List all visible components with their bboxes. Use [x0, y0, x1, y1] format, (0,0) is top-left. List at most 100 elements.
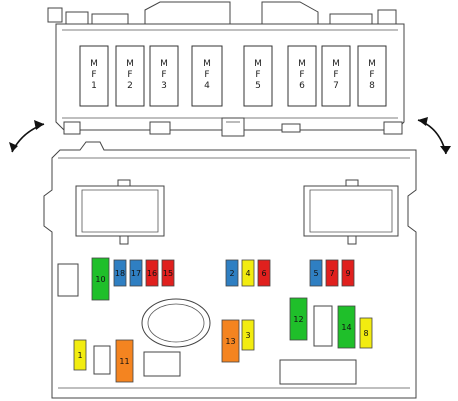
- fuse-label: 4: [245, 269, 250, 278]
- maxi-fuse-letter: F: [299, 70, 304, 80]
- maxi-fuse-box: [191, 45, 223, 107]
- socket-small: [93, 345, 111, 375]
- fuse-label: 8: [363, 329, 368, 338]
- maxi-fuse-8: MF8: [357, 45, 387, 107]
- maxi-fuse-3: MF3: [149, 45, 179, 107]
- fuse-label: 5: [313, 269, 318, 278]
- maxi-fuse-letter: F: [333, 70, 338, 80]
- fuse-8: 8: [359, 317, 373, 349]
- maxi-fuse-number: 5: [255, 81, 261, 91]
- maxi-fuse-number: 8: [369, 81, 375, 91]
- maxi-fuse-number: 3: [161, 81, 167, 91]
- maxi-fuse-2: MF2: [115, 45, 145, 107]
- fuse-body: [241, 259, 255, 287]
- maxi-fuse-letter: M: [368, 59, 376, 69]
- maxi-fuse-letter: M: [160, 59, 168, 69]
- maxi-fuse-number: 2: [127, 81, 133, 91]
- fuse-5: 5: [309, 259, 323, 287]
- fuse-16: 16: [145, 259, 159, 287]
- maxi-fuse-5: MF5: [243, 45, 273, 107]
- fuse-11: 11: [115, 339, 134, 383]
- socket-rect-bottom: [143, 351, 181, 377]
- fuse-label: 14: [341, 323, 351, 332]
- connector-left: [75, 179, 165, 245]
- fuse-10: 10: [91, 257, 110, 301]
- maxi-fuse-number: 1: [91, 81, 97, 91]
- maxi-fuse-letter: F: [91, 70, 96, 80]
- fuse-label: 15: [163, 269, 173, 278]
- maxi-fuse-6: MF6: [287, 45, 317, 107]
- maxi-fuse-letter: M: [298, 59, 306, 69]
- maxi-fuse-letter: M: [90, 59, 98, 69]
- maxi-fuse-letter: F: [161, 70, 166, 80]
- fuse-4: 4: [241, 259, 255, 287]
- maxi-fuse-letter: F: [204, 70, 209, 80]
- fuse-label: 17: [131, 269, 141, 278]
- fuse-12: 12: [289, 297, 308, 341]
- fuse-label: 12: [293, 315, 303, 324]
- fuse-3: 3: [241, 319, 255, 351]
- fuse-body: [161, 259, 175, 287]
- socket-wide-bottom: [279, 359, 357, 385]
- fuse-body: [113, 259, 127, 287]
- fuse-body: [257, 259, 271, 287]
- maxi-fuse-letter: M: [254, 59, 262, 69]
- fuse-17: 17: [129, 259, 143, 287]
- oval-socket: [141, 298, 211, 348]
- maxi-fuse-box: [79, 45, 109, 107]
- maxi-fuse-box: [357, 45, 387, 107]
- fuse-body: [115, 339, 134, 383]
- maxi-fuse-box: [149, 45, 179, 107]
- fuse-label: 2: [229, 269, 234, 278]
- maxi-fuse-letter: F: [127, 70, 132, 80]
- maxi-fuse-letter: M: [332, 59, 340, 69]
- fuse-label: 9: [345, 269, 350, 278]
- fuse-label: 7: [329, 269, 334, 278]
- fuse-label: 10: [95, 275, 105, 284]
- maxi-fuse-1: MF1: [79, 45, 109, 107]
- fuse-2: 2: [225, 259, 239, 287]
- maxi-fuse-letter: F: [369, 70, 374, 80]
- maxi-fuse-box: [287, 45, 317, 107]
- maxi-fuse-box: [321, 45, 351, 107]
- fuse-14: 14: [337, 305, 356, 349]
- maxi-fuse-4: MF4: [191, 45, 223, 107]
- maxi-fuse-number: 4: [204, 81, 210, 91]
- fuse-body: [91, 257, 110, 301]
- fuse-label: 16: [147, 269, 157, 278]
- maxi-fuse-letter: F: [255, 70, 260, 80]
- fuse-body: [241, 319, 255, 351]
- fuse-body: [225, 259, 239, 287]
- fuse-body: [309, 259, 323, 287]
- fuse-15: 15: [161, 259, 175, 287]
- fuse-label: 1: [77, 351, 82, 360]
- maxi-fuse-7: MF7: [321, 45, 351, 107]
- fuse-13: 13: [221, 319, 240, 363]
- rotate-right-arrow-icon: [417, 117, 451, 155]
- fuse-1: 1: [73, 339, 87, 371]
- fuse-6: 6: [257, 259, 271, 287]
- connector-right: [303, 179, 399, 245]
- fuse-body: [341, 259, 355, 287]
- maxi-fuse-letter: M: [126, 59, 134, 69]
- fuse-label: 11: [119, 357, 129, 366]
- maxi-fuse-number: 7: [333, 81, 339, 91]
- maxi-fuse-letter: M: [203, 59, 211, 69]
- rotate-left-arrow-icon: [9, 120, 45, 153]
- maxi-fuse-box: [115, 45, 145, 107]
- maxi-fuse-box: [243, 45, 273, 107]
- fuse-body: [359, 317, 373, 349]
- maxi-fuse-number: 6: [299, 81, 305, 91]
- fuse-7: 7: [325, 259, 339, 287]
- socket-mid: [313, 305, 333, 347]
- fuse-9: 9: [341, 259, 355, 287]
- fuse-body: [289, 297, 308, 341]
- fuse-label: 6: [261, 269, 266, 278]
- socket-left: [57, 263, 79, 297]
- fuse-body: [129, 259, 143, 287]
- fuse-label: 18: [115, 269, 125, 278]
- fuse-label: 3: [245, 331, 250, 340]
- fuse-body: [145, 259, 159, 287]
- fuse-body: [337, 305, 356, 349]
